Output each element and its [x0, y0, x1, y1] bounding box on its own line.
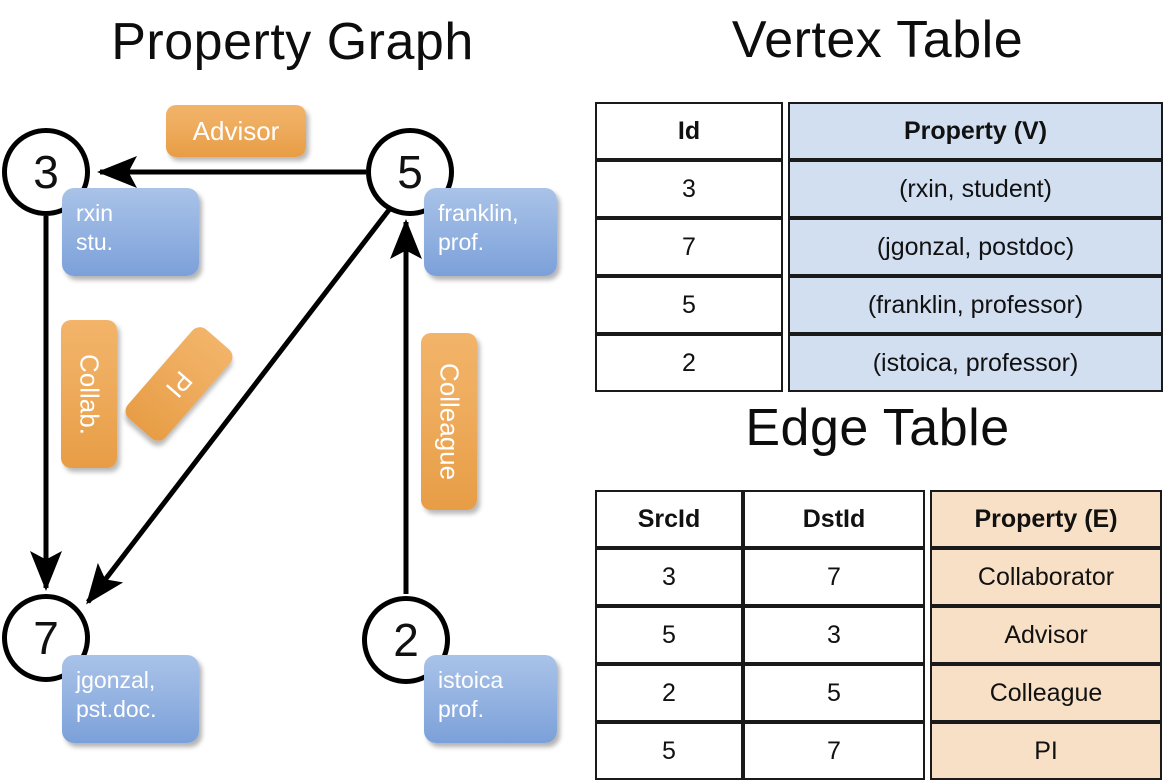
vertex-row-id: 5	[595, 276, 783, 334]
node-property-line-2: stu.	[76, 229, 114, 256]
node-property-line-1: franklin,	[438, 200, 519, 226]
edge-label-collab-text: Collab.	[74, 353, 105, 435]
graph-edge-5-to-7	[86, 204, 394, 605]
edge-row-srcid: 3	[595, 548, 743, 606]
edge-label-pi-text: PI	[159, 365, 199, 404]
edge-row-srcid: 5	[595, 722, 743, 780]
property-graph-diagram: 3 5 7 2 rxin stu. franklin, prof. jgonza…	[0, 0, 585, 760]
edge-label-advisor-text: Advisor	[192, 115, 280, 146]
edge-label-collab: Collab.	[61, 320, 117, 468]
graph-node-5[interactable]: 5	[366, 128, 454, 216]
edge-row-property: Collaborator	[930, 548, 1162, 606]
edge-table-header-srcid: SrcId	[595, 490, 743, 548]
table-row[interactable]: 2 5 Colleague	[595, 664, 1162, 722]
vertex-table-header-id: Id	[595, 102, 783, 160]
node-property-line-2: prof.	[438, 229, 485, 256]
graph-node-7-label: 7	[33, 612, 59, 664]
node-property-box-5: franklin, prof.	[424, 188, 557, 276]
table-row[interactable]: 5 (franklin, professor)	[595, 276, 1163, 334]
table-row[interactable]: 2 (istoica, professor)	[595, 334, 1163, 392]
edge-row-dstid: 5	[743, 664, 925, 722]
node-property-line-1: jgonzal,	[76, 667, 156, 693]
edge-table-header-dstid: DstId	[743, 490, 925, 548]
edge-label-advisor: Advisor	[166, 105, 306, 157]
edge-row-dstid: 7	[743, 722, 925, 780]
edge-row-srcid: 2	[595, 664, 743, 722]
table-row[interactable]: 5 7 PI	[595, 722, 1162, 780]
page-title-edge-table: Edge Table	[745, 399, 1010, 457]
node-property-box-7: jgonzal, pst.doc.	[62, 655, 199, 743]
edge-label-colleague-text: Colleague	[434, 362, 465, 481]
graph-node-5-label: 5	[397, 146, 423, 198]
graph-node-2[interactable]: 2	[362, 596, 450, 684]
edge-table-header-row: SrcId DstId Property (E)	[595, 490, 1162, 548]
vertex-row-property: (franklin, professor)	[788, 276, 1163, 334]
edge-table-header-property: Property (E)	[930, 490, 1162, 548]
vertex-table: Id Property (V) 3 (rxin, student) 7 (jgo…	[595, 102, 1163, 392]
edge-row-dstid: 7	[743, 548, 925, 606]
edge-row-srcid: 5	[595, 606, 743, 664]
graph-node-2-label: 2	[393, 614, 419, 666]
vertex-row-property: (istoica, professor)	[788, 334, 1163, 392]
node-property-box-3: rxin stu.	[62, 188, 199, 276]
vertex-row-property: (jgonzal, postdoc)	[788, 218, 1163, 276]
edge-row-dstid: 3	[743, 606, 925, 664]
node-property-box-2: istoica prof.	[424, 655, 557, 743]
edge-row-property: PI	[930, 722, 1162, 780]
vertex-row-id: 2	[595, 334, 783, 392]
vertex-row-id: 7	[595, 218, 783, 276]
node-property-line-1: rxin	[76, 200, 114, 226]
page-title-vertex-table: Vertex Table	[731, 11, 1024, 69]
vertex-table-header-row: Id Property (V)	[595, 102, 1163, 160]
page-title-property-graph: Property Graph	[111, 13, 474, 71]
vertex-table-header-property: Property (V)	[788, 102, 1163, 160]
table-row[interactable]: 5 3 Advisor	[595, 606, 1162, 664]
table-row[interactable]: 3 7 Collaborator	[595, 548, 1162, 606]
table-row[interactable]: 3 (rxin, student)	[595, 160, 1163, 218]
vertex-row-property: (rxin, student)	[788, 160, 1163, 218]
node-property-line-1: istoica	[438, 667, 504, 693]
edge-row-property: Advisor	[930, 606, 1162, 664]
vertex-row-id: 3	[595, 160, 783, 218]
graph-edge-lines	[30, 156, 422, 605]
edge-table: SrcId DstId Property (E) 3 7 Collaborato…	[595, 490, 1162, 780]
edge-row-property: Colleague	[930, 664, 1162, 722]
graph-node-3-label: 3	[33, 146, 59, 198]
node-property-line-2: prof.	[438, 696, 485, 723]
edge-label-colleague: Colleague	[421, 333, 477, 510]
table-row[interactable]: 7 (jgonzal, postdoc)	[595, 218, 1163, 276]
node-property-line-2: pst.doc.	[76, 696, 157, 723]
